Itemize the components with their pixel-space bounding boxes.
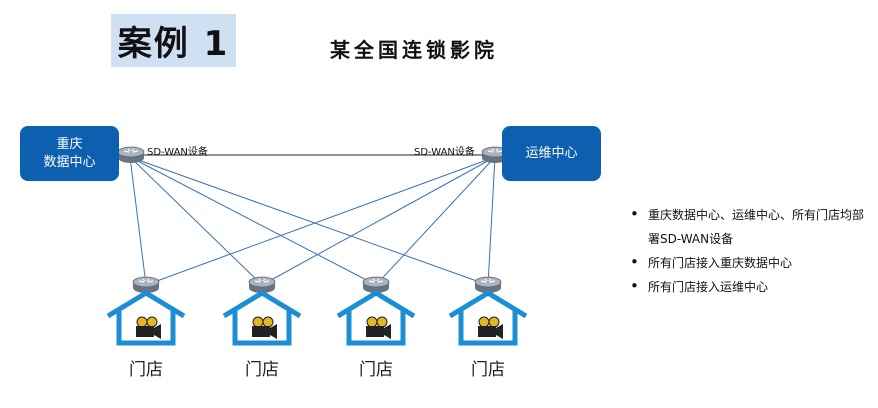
ops-link-store-2 — [261, 156, 496, 286]
sdwan-device-label-left: SD-WAN设备 — [147, 147, 208, 158]
dc-link-store-1 — [129, 156, 147, 286]
store-1 — [106, 276, 186, 346]
dc-link-store-4 — [129, 156, 489, 286]
ops-link-store-4 — [487, 156, 496, 286]
data-center-line1: 重庆 — [56, 136, 83, 152]
dc-link-store-3 — [129, 156, 377, 286]
ops-link-store-3 — [375, 156, 496, 286]
store-label: 门店 — [359, 360, 393, 380]
note-item: 所有门店接入重庆数据中心 — [626, 250, 866, 275]
data-center-line2: 数据中心 — [43, 154, 96, 170]
dc-links — [129, 156, 489, 286]
ops-center: 运维中心 — [502, 126, 601, 181]
case-label: 案例 1 — [111, 14, 236, 67]
store-4 — [448, 276, 528, 346]
page-title: 某全国连锁影院 — [330, 38, 498, 62]
dc-link-store-2 — [129, 156, 263, 286]
store-label: 门店 — [245, 360, 279, 380]
store-label: 门店 — [129, 360, 163, 380]
chongqing-data-center: 重庆 数据中心 — [20, 126, 119, 181]
router-icon-dc — [117, 146, 145, 164]
notes-list: 重庆数据中心、运维中心、所有门店均部署SD-WAN设备 所有门店接入重庆数据中心… — [626, 202, 866, 299]
store-2 — [222, 276, 302, 346]
ops-links — [145, 156, 496, 286]
sdwan-device-label-right: SD-WAN设备 — [414, 147, 475, 158]
note-item: 重庆数据中心、运维中心、所有门店均部署SD-WAN设备 — [626, 202, 866, 251]
ops-link-store-1 — [145, 156, 496, 286]
store-3 — [336, 276, 416, 346]
store-label: 门店 — [471, 360, 505, 380]
note-item: 所有门店接入运维中心 — [626, 274, 866, 299]
